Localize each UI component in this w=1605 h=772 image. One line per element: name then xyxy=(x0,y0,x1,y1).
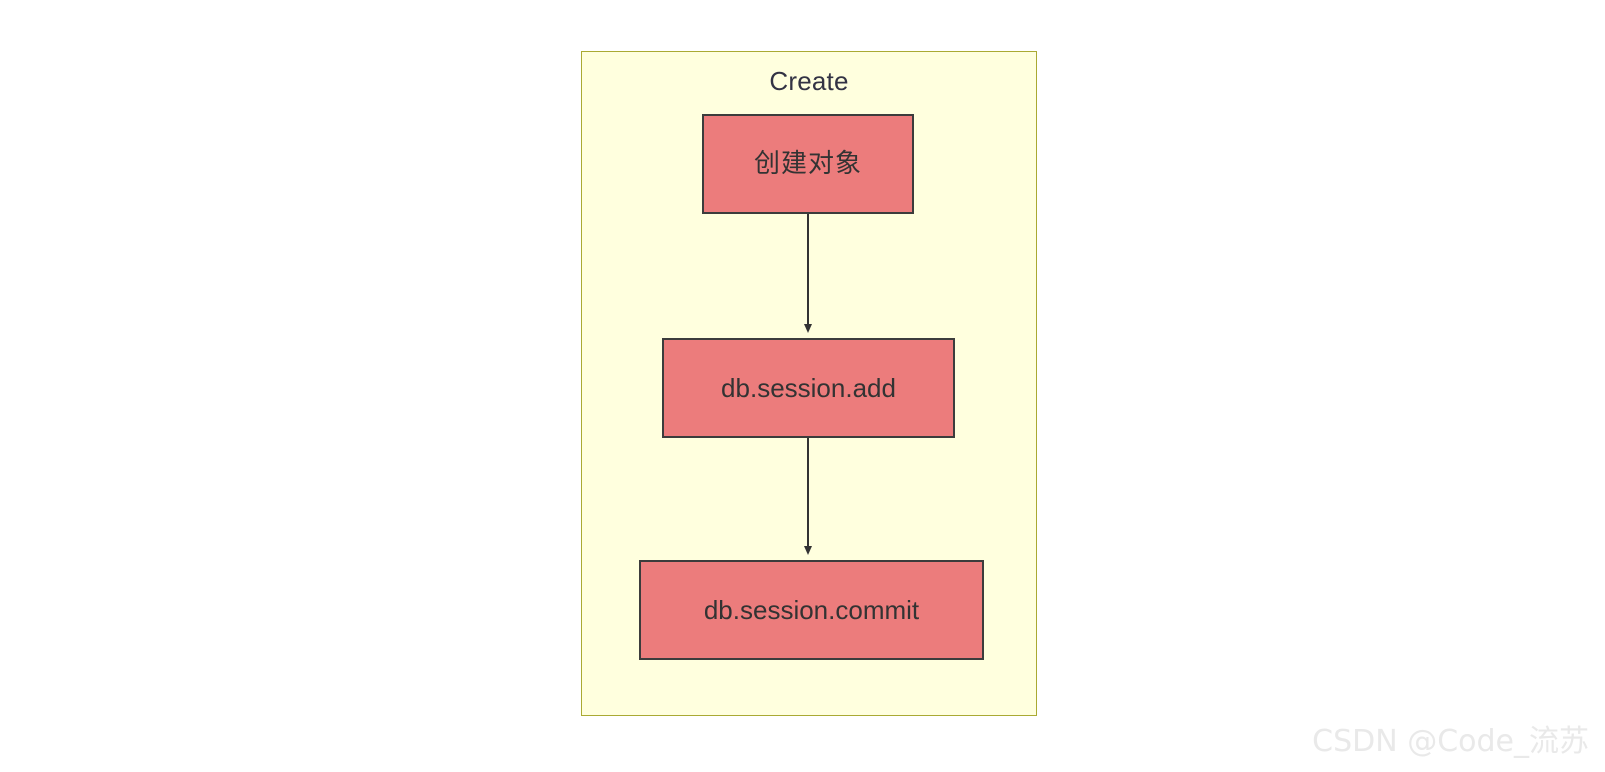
node-session-add-label: db.session.add xyxy=(721,373,896,403)
subgraph-title: Create xyxy=(769,66,849,96)
node-create-object-label: 创建对象 xyxy=(753,149,862,179)
watermark: CSDN @Code_流苏 xyxy=(1312,724,1589,759)
node-session-commit[interactable]: db.session.commit xyxy=(639,560,984,660)
node-create-object[interactable]: 创建对象 xyxy=(702,114,914,214)
node-session-commit-label: db.session.commit xyxy=(703,595,920,625)
node-session-add[interactable]: db.session.add xyxy=(662,338,955,438)
